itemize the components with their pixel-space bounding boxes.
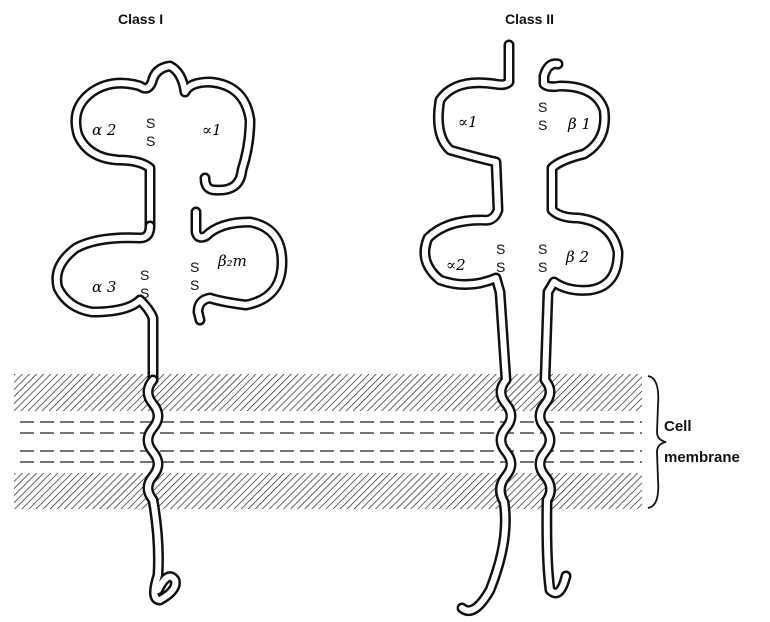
membrane-label-line1: Cell	[664, 418, 692, 435]
class1-b2m-label: β₂m	[217, 252, 247, 270]
class2-beta-chain	[540, 64, 618, 593]
class1-alpha2-label: α 2	[92, 121, 116, 139]
membrane-brace	[648, 376, 666, 508]
class1-ss-a3-1: S	[140, 267, 149, 283]
class1-title: Class I	[118, 11, 163, 27]
class1-alpha3-chain-inner	[57, 226, 153, 380]
class2-title: Class II	[505, 11, 554, 27]
class2-molecule: Class II ∝1 β 1 ∝2 β 2 S S S S S S	[425, 11, 618, 611]
cell-membrane	[14, 374, 666, 509]
class2-beta1-label: β 1	[567, 115, 591, 133]
class2-ss-b1-2: S	[538, 117, 547, 133]
class1-alpha-top-chain	[76, 66, 250, 226]
class2-alpha2-label: ∝2	[446, 256, 466, 274]
class2-ss-b2-1: S	[538, 241, 547, 257]
class1-ss-a3-2: S	[140, 285, 149, 301]
class2-ss-b2-2: S	[538, 259, 547, 275]
class1-alpha1-label: ∝1	[202, 121, 222, 139]
class1-alpha3-label: α 3	[92, 278, 116, 296]
class1-ss-top-1: S	[146, 115, 155, 131]
class1-molecule: Class I α 2 ∝1 α 3 β₂m S S S S S S	[57, 11, 282, 600]
class1-ss-top-2: S	[146, 133, 155, 149]
class2-ss-a2-2: S	[496, 259, 505, 275]
class1-ss-b2m-1: S	[190, 259, 199, 275]
class2-ss-a2-1: S	[496, 241, 505, 257]
class2-ss-b1-1: S	[538, 99, 547, 115]
membrane-label-line2: membrane	[664, 449, 740, 466]
class2-alpha1-label: ∝1	[458, 113, 478, 131]
class2-beta2-label: β 2	[565, 248, 589, 266]
class1-ss-b2m-2: S	[190, 277, 199, 293]
